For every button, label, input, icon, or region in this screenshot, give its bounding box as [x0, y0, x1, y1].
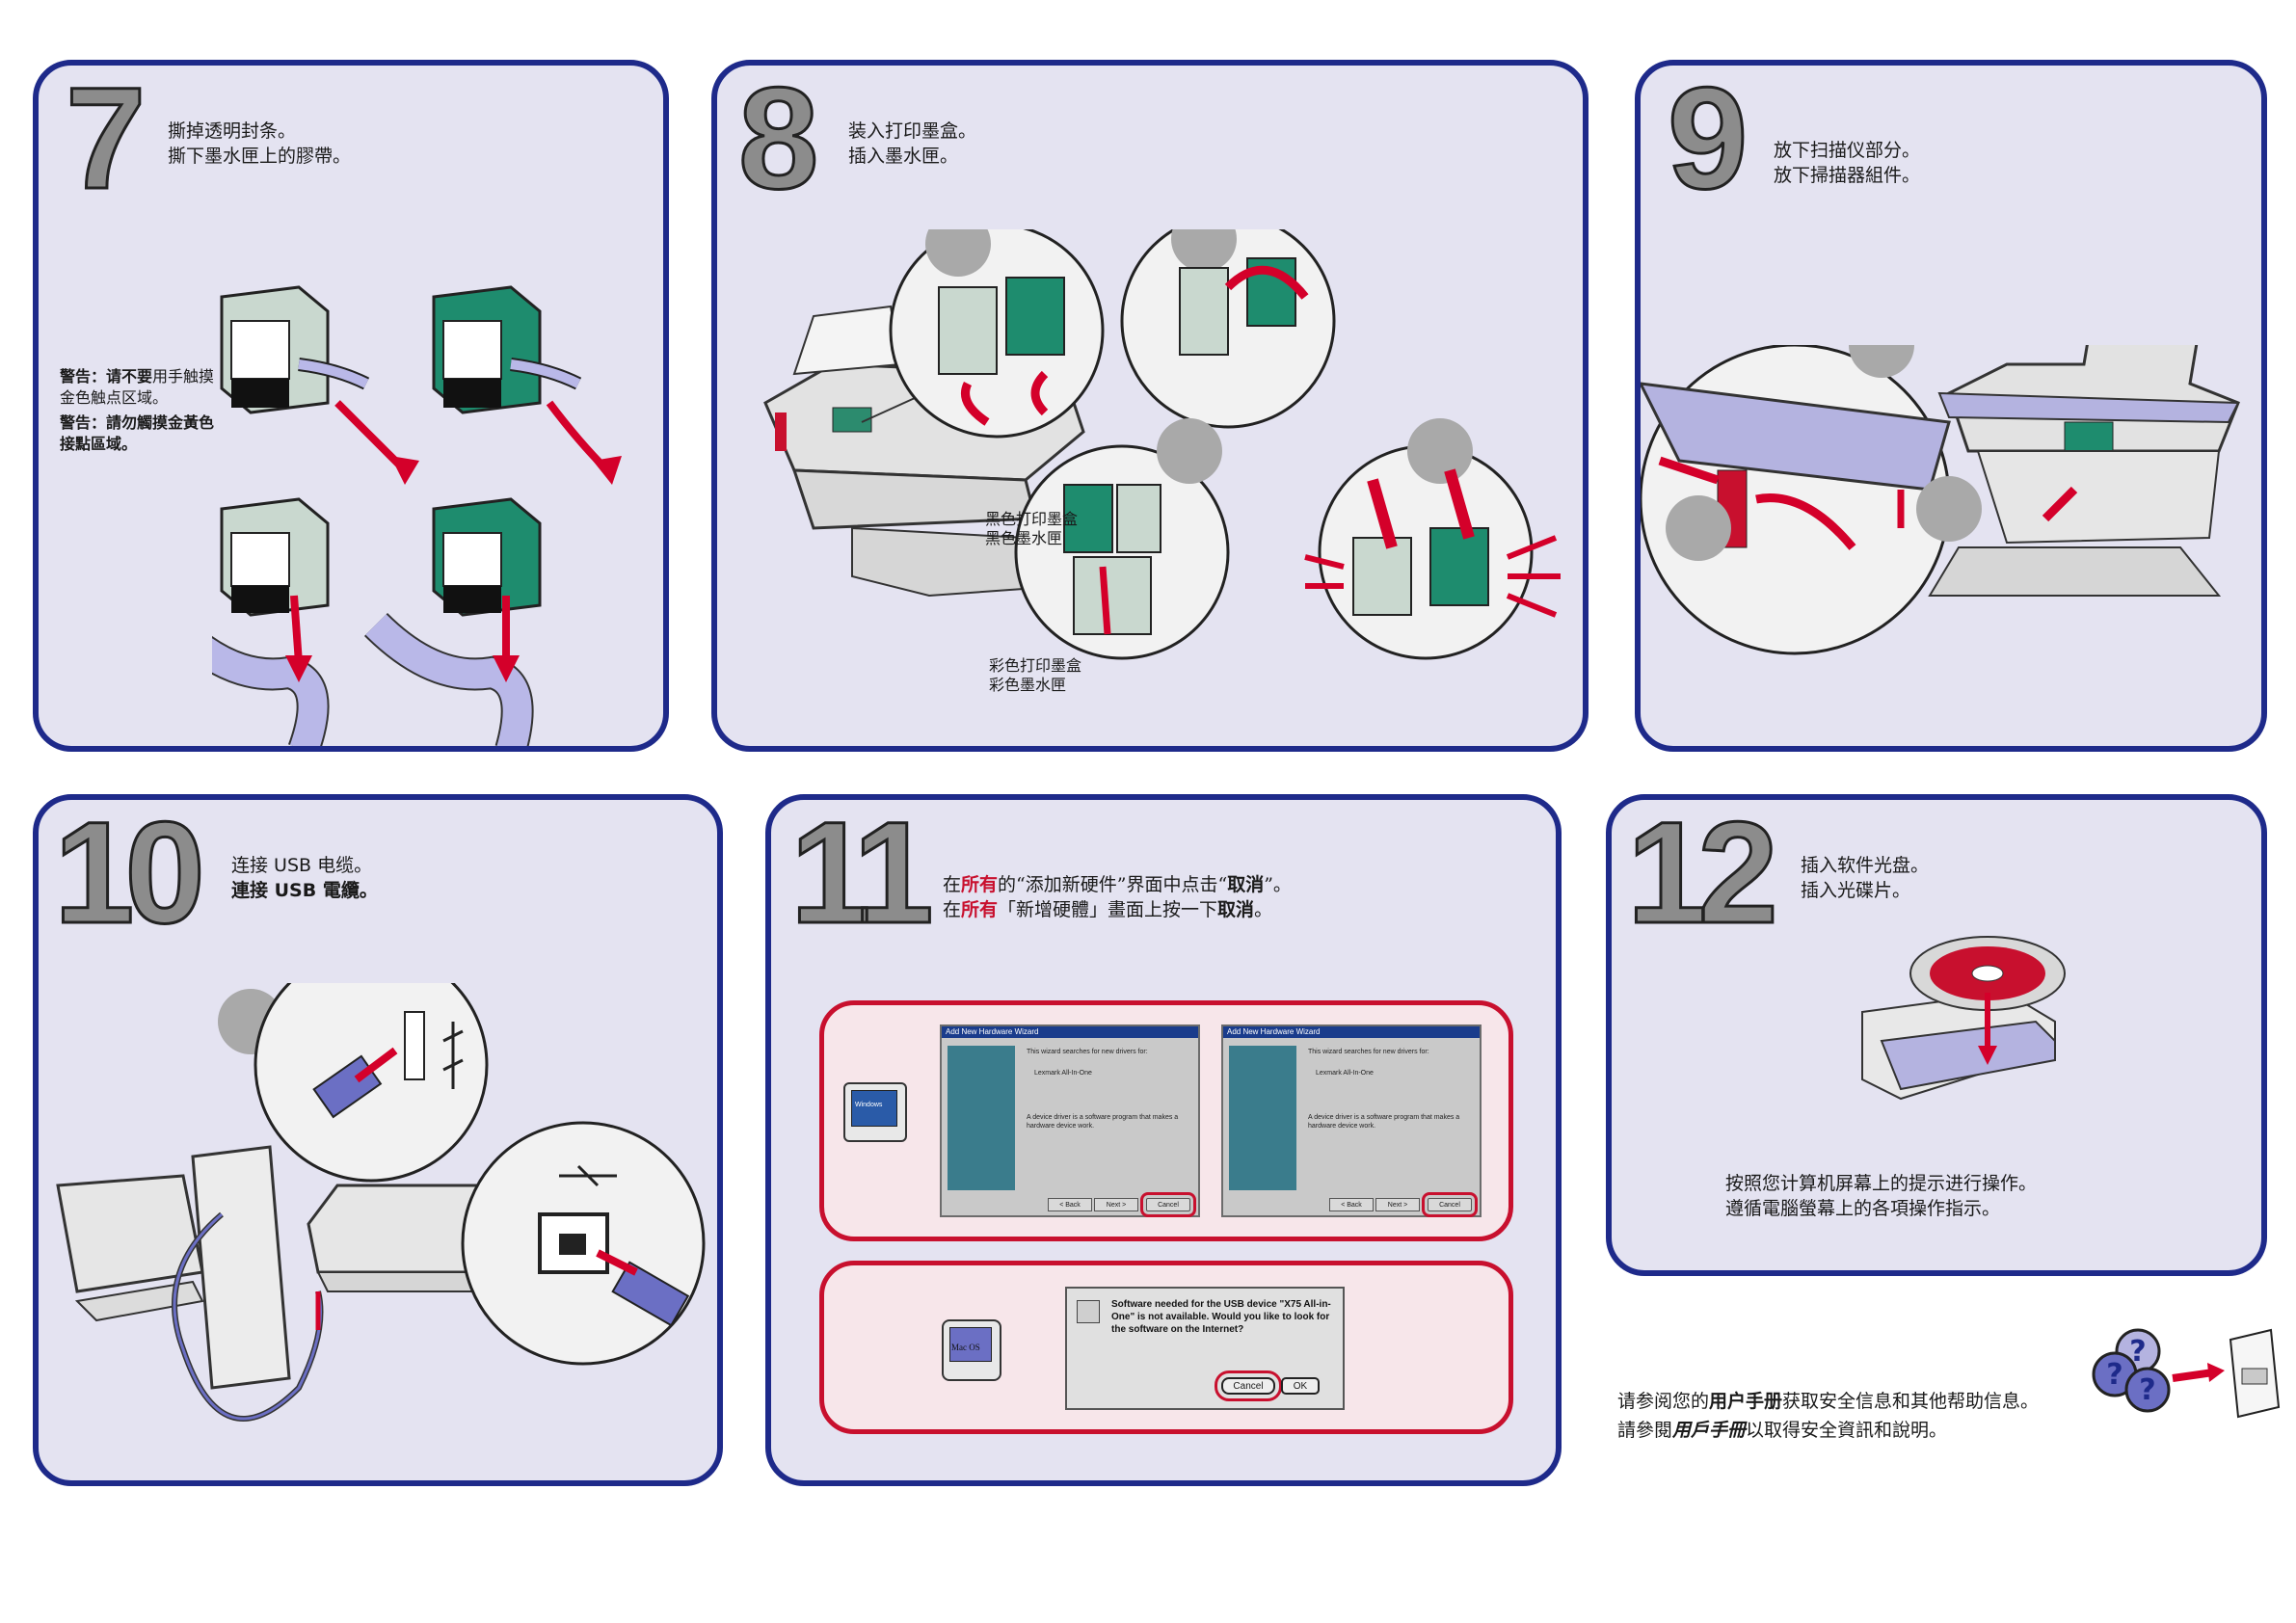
svg-text:?: ? [2139, 1373, 2155, 1407]
red-arrow-icon [961, 381, 990, 426]
ink-cartridge-icon [220, 285, 370, 414]
printer-icon [307, 1184, 503, 1292]
black-cartridge-label-cn: 黑色打印墨盒 [985, 510, 1079, 528]
windows-instruction-box: Windows Add New Hardware Wizard This wiz… [819, 1000, 1513, 1241]
back-button[interactable]: < Back [1329, 1198, 1374, 1211]
warning-cn: 警告：请不要用手触摸 [60, 367, 215, 386]
mac-os-label: Mac OS [951, 1343, 980, 1352]
lower-scanner-illustration [1641, 345, 2240, 655]
cancel-button[interactable]: Cancel [1215, 1370, 1282, 1401]
wizard-dialog-1: Add New Hardware Wizard This wizard sear… [940, 1024, 1200, 1217]
wizard-dialog-2: Add New Hardware Wizard This wizard sear… [1221, 1024, 1482, 1217]
step-12-panel: 12 插入软件光盘。 插入光碟片。 按照您计算机屏幕上的提示进行操作。 遵循電腦… [1606, 794, 2267, 1276]
red-arrow-icon [354, 1047, 398, 1083]
step-9-panel: 9 放下扫描仪部分。 放下掃描器組件。 [1635, 60, 2267, 752]
usb-connect-illustration [56, 983, 706, 1422]
dialog-description: A device driver is a software program th… [1027, 1114, 1179, 1130]
help-manual-illustration: ? ? ? [2092, 1328, 2281, 1419]
instruction-cn: 放下扫描仪部分。 [1774, 140, 1921, 161]
insert-cd-illustration [1861, 936, 2066, 1101]
windows-label: Windows [855, 1102, 883, 1108]
next-button[interactable]: Next > [1094, 1198, 1138, 1211]
computer-icon: Windows [843, 1082, 907, 1142]
step-number: 10 [53, 794, 207, 953]
step-number: 8 [736, 60, 820, 219]
printer-icon [1928, 345, 2240, 597]
usb-symbol-icon [442, 1022, 464, 1089]
instruction-cn: 插入软件光盘。 [1801, 855, 1930, 876]
instruction-cn: 连接 USB 电缆。 [231, 855, 373, 876]
dialog-device: Lexmark All-In-One [1316, 1070, 1374, 1077]
step-10-panel: 10 连接 USB 电缆。 連接 USB 電纜。 [33, 794, 723, 1486]
alert-icon [1077, 1300, 1100, 1323]
instruction-tw: 撕下墨水匣上的膠帶。 [168, 146, 352, 167]
cd-disc-icon [1909, 936, 2066, 1011]
step-7-panel: 7 撕掉透明封条。 撕下墨水匣上的膠帶。 警告：请不要用手触摸 金色触点区域。 … [33, 60, 669, 752]
ok-button[interactable]: OK [1281, 1377, 1320, 1395]
computer-icon: Mac OS [942, 1319, 1001, 1381]
help-question-icon: ? ? ? [2092, 1328, 2171, 1413]
dialog-intro: This wizard searches for new drivers for… [1027, 1049, 1148, 1055]
instruction-tw: 連接 USB 電纜。 [231, 880, 378, 901]
dialog-description: A device driver is a software program th… [1308, 1114, 1460, 1130]
instruction-tw: 放下掃描器組件。 [1774, 165, 1921, 186]
color-cartridge-label-cn: 彩色打印墨盒 [989, 656, 1082, 675]
cartridge-tape-illustration [212, 285, 622, 746]
back-button[interactable]: < Back [1048, 1198, 1092, 1211]
wizard-graphic [1229, 1046, 1296, 1190]
install-cartridge-illustration [763, 229, 1561, 660]
footer-note-cn: 请参阅您的用户手册获取安全信息和其他帮助信息。 [1617, 1391, 2040, 1412]
red-arrow-icon [1030, 370, 1049, 416]
mac-alert-dialog: Software needed for the USB device "X75 … [1065, 1287, 1345, 1410]
footer-note-tw: 請參閱用戶手冊以取得安全資訊和說明。 [1617, 1420, 1948, 1441]
svg-text:?: ? [2106, 1358, 2122, 1392]
red-arrow-icon [1444, 468, 1475, 540]
red-arrow-icon [1224, 265, 1309, 300]
red-arrow-icon [2172, 1369, 2214, 1382]
warning-tw: 警告：請勿觸摸金黃色 [60, 413, 215, 432]
step-8-panel: 8 装入打印墨盒。 插入墨水匣。 [711, 60, 1589, 752]
instruction-tw: 在所有「新增硬體」畫面上按一下取消。 [943, 899, 1273, 920]
instruction-cn: 装入打印墨盒。 [848, 120, 977, 142]
step-number: 12 [1626, 794, 1780, 953]
warning-tw-line2: 接點區域。 [60, 435, 138, 453]
step-11-panel: 11 在所有的“添加新硬件”界面中点击“取消”。 在所有「新增硬體」畫面上按一下… [765, 794, 1562, 1486]
step-number: 11 [789, 794, 936, 953]
wizard-graphic [948, 1046, 1015, 1190]
red-arrow-icon [2042, 486, 2078, 522]
red-arrow-icon [596, 1249, 638, 1276]
next-button[interactable]: Next > [1375, 1198, 1420, 1211]
follow-instructions-tw: 遵循電腦螢幕上的各項操作指示。 [1725, 1198, 2001, 1219]
red-arrow-icon [1755, 493, 1856, 550]
svg-text:?: ? [2129, 1335, 2146, 1369]
red-arrow-icon [1367, 478, 1398, 549]
ink-cartridge-icon [220, 497, 330, 617]
color-cartridge-label-tw: 彩色墨水匣 [989, 676, 1067, 694]
usb-symbol-icon [559, 1164, 617, 1187]
cancel-button[interactable]: Cancel [1422, 1192, 1478, 1217]
black-cartridge-label-tw: 黑色墨水匣 [985, 529, 1063, 547]
instruction-tw: 插入光碟片。 [1801, 880, 1911, 901]
red-arrow-icon [1658, 456, 1720, 485]
mac-alert-text: Software needed for the USB device "X75 … [1111, 1299, 1331, 1335]
computer-icon [56, 1145, 291, 1390]
instruction-cn: 撕掉透明封条。 [168, 120, 297, 142]
red-arrow-icon [1099, 566, 1111, 635]
follow-instructions-cn: 按照您计算机屏幕上的提示进行操作。 [1725, 1173, 2038, 1194]
dialog-title: Add New Hardware Wizard [1223, 1026, 1480, 1038]
ink-cartridge-icon [432, 285, 582, 414]
manual-book-icon [2229, 1328, 2281, 1419]
ink-cartridge-icon [432, 497, 542, 617]
dialog-device: Lexmark All-In-One [1034, 1070, 1092, 1077]
instruction-cn: 在所有的“添加新硬件”界面中点击“取消”。 [943, 874, 1292, 895]
cancel-button[interactable]: Cancel [1140, 1192, 1196, 1217]
step-number: 9 [1666, 60, 1749, 219]
step-number: 7 [64, 60, 147, 219]
dialog-intro: This wizard searches for new drivers for… [1308, 1049, 1429, 1055]
red-arrow-icon [290, 595, 303, 664]
dialog-title: Add New Hardware Wizard [942, 1026, 1198, 1038]
instruction-tw: 插入墨水匣。 [848, 146, 959, 167]
warning-cn-line2: 金色触点区域。 [60, 388, 169, 407]
mac-instruction-box: Mac OS Software needed for the USB devic… [819, 1261, 1513, 1434]
